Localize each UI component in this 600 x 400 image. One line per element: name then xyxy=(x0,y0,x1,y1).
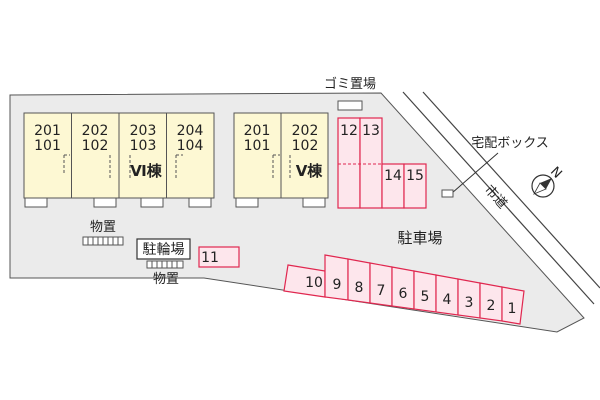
parking-num-15: 15 xyxy=(406,168,424,184)
parking-label: 駐車場 xyxy=(397,229,442,247)
parking-num-3: 3 xyxy=(465,295,474,311)
bicycle-parking xyxy=(136,238,191,260)
parking-num-14: 14 xyxy=(384,168,402,184)
v-unit-2-lower: 102 xyxy=(292,138,319,154)
garbage-label: ゴミ置場 xyxy=(324,76,376,92)
storage-bottom-unit xyxy=(146,260,184,269)
parking-slot-15 xyxy=(403,163,427,209)
vi-unit-3-lower: 103 xyxy=(130,138,157,154)
road-edge-inner xyxy=(402,91,595,305)
parking-num-5: 5 xyxy=(421,289,430,305)
north-compass-icon: N xyxy=(531,164,565,198)
parking-num-6: 6 xyxy=(399,286,408,302)
city-road-label: 市道 xyxy=(481,182,510,212)
vi-unit-2-upper: 202 xyxy=(82,123,109,139)
parking-num-4: 4 xyxy=(443,292,452,308)
vi-unit-4-upper: 204 xyxy=(177,123,204,139)
vi-unit-1-lower: 101 xyxy=(34,138,61,154)
garbage-station xyxy=(337,100,363,111)
storage-bottom-label: 物置 xyxy=(153,272,179,287)
parking-num-11: 11 xyxy=(201,250,219,266)
vi-unit-2-lower: 102 xyxy=(82,138,109,154)
v-unit-1-upper: 201 xyxy=(244,123,271,139)
parking-num-9: 9 xyxy=(333,277,342,293)
parking-num-2: 2 xyxy=(487,298,496,314)
road-edge-outer xyxy=(422,91,600,289)
parking-slot-13 xyxy=(359,117,383,209)
building-vi: 201 101 202 102 203 103 204 104 Ⅵ棟 xyxy=(23,112,215,208)
storage-left-label: 物置 xyxy=(90,220,116,235)
vi-unit-1-upper: 201 xyxy=(34,123,61,139)
parking-num-12: 12 xyxy=(340,123,358,139)
parking-num-1: 1 xyxy=(508,301,517,317)
parking-slot-11 xyxy=(198,246,240,268)
building-v: 201 101 202 102 Ⅴ棟 xyxy=(233,112,329,208)
parking-slot-1 xyxy=(501,286,525,325)
building-v-name: Ⅴ棟 xyxy=(296,162,324,180)
delivery-box-label: 宅配ボックス xyxy=(471,136,549,151)
v-unit-2-upper: 202 xyxy=(292,123,319,139)
vi-unit-3-upper: 203 xyxy=(130,123,157,139)
bicycle-label: 駐輪場 xyxy=(143,241,185,258)
building-vi-name: Ⅵ棟 xyxy=(130,162,162,180)
parking-top-group: 12 13 14 15 xyxy=(337,117,427,209)
vi-unit-4-lower: 104 xyxy=(177,138,204,154)
parking-num-13: 13 xyxy=(362,123,380,139)
parking-bottom-row: 10 9 8 7 6 5 4 3 2 1 xyxy=(283,254,525,325)
parking-num-7: 7 xyxy=(377,283,386,299)
storage-left-unit xyxy=(82,236,124,246)
v-unit-1-lower: 101 xyxy=(244,138,271,154)
parking-num-8: 8 xyxy=(355,280,364,296)
delivery-box xyxy=(441,189,454,198)
parking-num-10: 10 xyxy=(305,275,323,291)
